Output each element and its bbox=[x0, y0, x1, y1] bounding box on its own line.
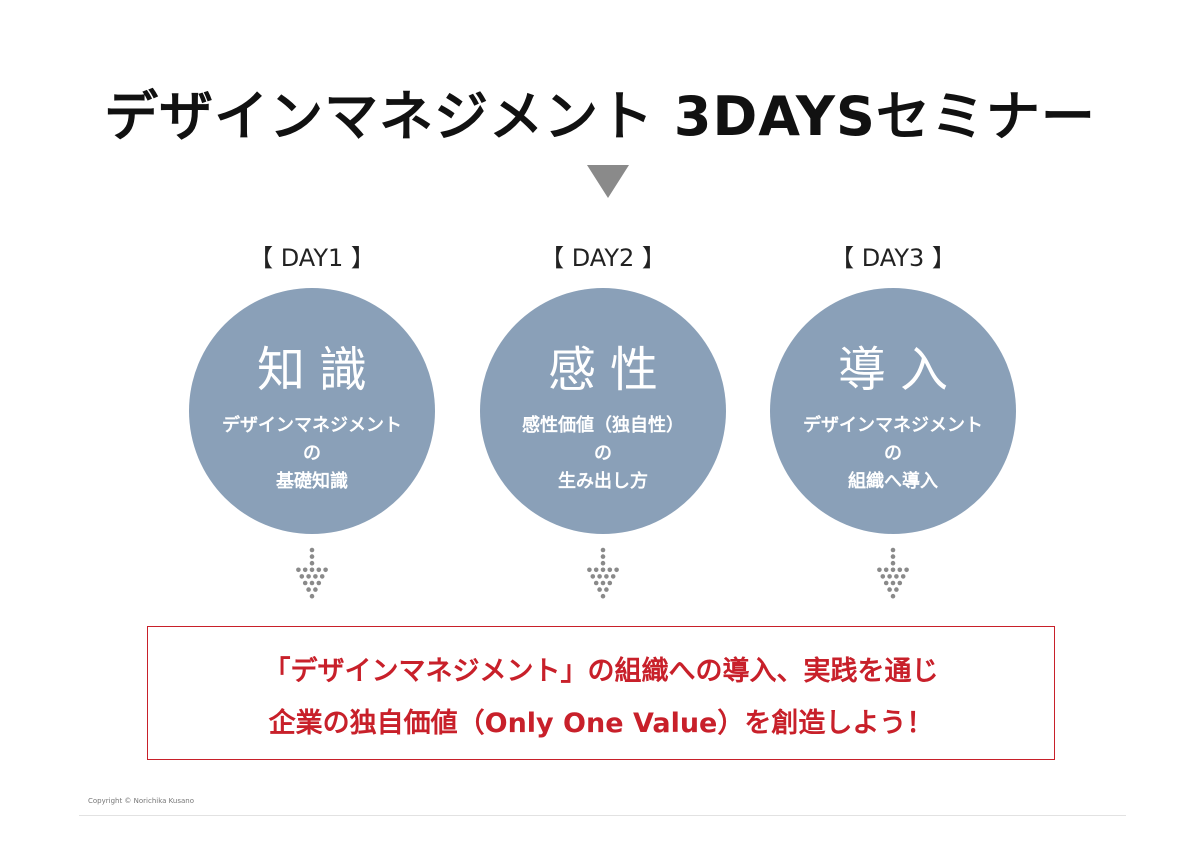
description-line: の bbox=[303, 443, 321, 464]
copyright-text: Copyright © Norichika Kusano bbox=[88, 797, 195, 805]
description-line: の bbox=[884, 443, 902, 464]
day-column-1: 【 DAY1 】 知識 デザインマネジメント の 基礎知識 bbox=[189, 238, 435, 599]
footer-divider bbox=[79, 815, 1126, 816]
day-circle: 導入 デザインマネジメント の 組織へ導入 bbox=[770, 288, 1016, 534]
day-keyword: 知識 bbox=[256, 342, 381, 398]
day-circle: 知識 デザインマネジメント の 基礎知識 bbox=[189, 288, 435, 534]
day-label: 【 DAY1 】 bbox=[249, 244, 375, 272]
description-line: デザインマネジメント bbox=[222, 415, 402, 436]
day-column-2: 【 DAY2 】 感性 感性価値（独自性） の 生み出し方 bbox=[480, 238, 726, 599]
day-circle: 感性 感性価値（独自性） の 生み出し方 bbox=[480, 288, 726, 534]
day-column-3: 【 DAY3 】 導入 デザインマネジメント の 組織へ導入 bbox=[770, 238, 1016, 599]
description-line: 基礎知識 bbox=[276, 471, 348, 492]
description-line: 感性価値（独自性） bbox=[522, 415, 684, 436]
day-description: 感性価値（独自性） の 生み出し方 bbox=[480, 412, 726, 496]
day-keyword: 感性 bbox=[547, 342, 672, 398]
description-line: の bbox=[594, 443, 612, 464]
message-line-1: 「デザインマネジメント」の組織への導入、実践を通じ bbox=[263, 656, 939, 687]
day-description: デザインマネジメント の 基礎知識 bbox=[189, 412, 435, 496]
down-triangle-icon bbox=[587, 165, 629, 198]
day-label: 【 DAY2 】 bbox=[540, 244, 666, 272]
description-line: 生み出し方 bbox=[558, 471, 648, 492]
description-line: デザインマネジメント bbox=[803, 415, 983, 436]
dotted-down-arrow-icon bbox=[877, 547, 909, 599]
day-keyword: 導入 bbox=[837, 342, 962, 398]
description-line: 組織へ導入 bbox=[848, 471, 938, 492]
dotted-down-arrow-icon bbox=[587, 547, 619, 599]
page-title: デザインマネジメント 3DAYSセミナー bbox=[104, 85, 1096, 148]
day-description: デザインマネジメント の 組織へ導入 bbox=[770, 412, 1016, 496]
message-line-2: 企業の独自価値（Only One Value）を創造しよう！ bbox=[268, 708, 934, 739]
dotted-down-arrow-icon bbox=[296, 547, 328, 599]
message-box: 「デザインマネジメント」の組織への導入、実践を通じ 企業の独自価値（Only O… bbox=[147, 626, 1055, 760]
day-label: 【 DAY3 】 bbox=[830, 244, 956, 272]
